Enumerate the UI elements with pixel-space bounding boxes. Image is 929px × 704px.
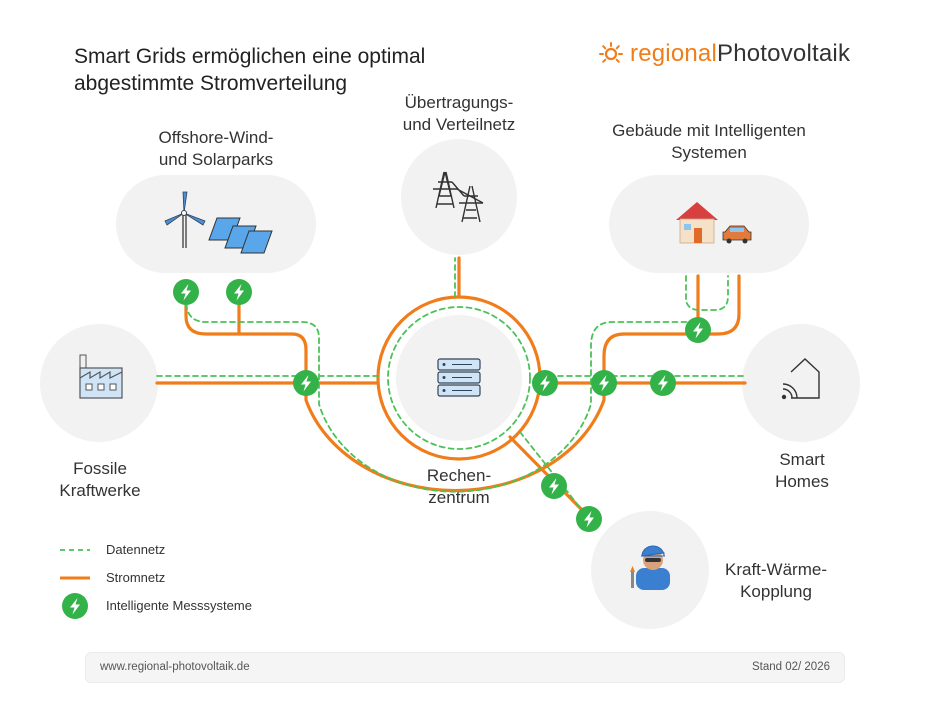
data-network	[156, 257, 746, 520]
logo-text-regional: regional	[630, 40, 717, 67]
grid-label: Übertragungs- und Verteilnetz	[402, 93, 516, 134]
logo-text-photovoltaik: Photovoltaik	[717, 40, 851, 67]
page-title: Smart Grids ermöglichen eine optimal abg…	[74, 43, 425, 97]
meter-icon	[532, 370, 558, 396]
footer-url[interactable]: www.regional-photovoltaik.de	[100, 661, 250, 673]
server-icon	[437, 358, 481, 397]
legend-meter-icon	[62, 593, 88, 619]
smarthomes-node-bg	[742, 324, 860, 442]
meter-icon	[591, 370, 617, 396]
grid-node-bg	[401, 139, 517, 255]
fossil-label: Fossile Kraftwerke	[59, 459, 141, 500]
legend-power-label: Stromnetz	[106, 570, 166, 585]
power-network	[155, 256, 747, 517]
meter-icon	[226, 279, 252, 305]
smarthomes-label: Smart Homes	[775, 450, 829, 491]
meter-icon	[293, 370, 319, 396]
meter-icon	[650, 370, 676, 396]
legend-meter-label: Intelligente Messsysteme	[106, 598, 252, 613]
meter-icon	[685, 317, 711, 343]
meter-icon	[173, 279, 199, 305]
brand-logo: regionalPhotovoltaik	[630, 40, 850, 68]
footer-date: Stand 02/ 2026	[751, 661, 830, 673]
smart-home-icon	[781, 358, 820, 400]
power-pylon-icon	[433, 171, 484, 223]
chp-label: Kraft-Wärme- Kopplung	[725, 560, 827, 601]
offshore-label: Offshore-Wind- und Solarparks	[158, 128, 274, 169]
footer-bar: www.regional-photovoltaik.de Stand 02/ 2…	[85, 652, 845, 683]
meter-icon	[541, 473, 567, 499]
house-car-icon	[676, 202, 752, 244]
title-line-1: Smart Grids ermöglichen eine optimal	[74, 45, 426, 68]
datacenter-label: Rechen- zentrum	[426, 466, 492, 507]
factory-icon	[79, 354, 123, 399]
buildings-label: Gebäude mit Intelligenten Systemen	[612, 121, 806, 162]
title-line-2: abgestimmte Stromverteilung	[74, 72, 348, 95]
wind-solar-icon	[164, 191, 273, 254]
worker-icon	[630, 545, 670, 590]
logo-sun-icon	[599, 42, 623, 63]
meter-icon	[576, 506, 602, 532]
legend-data-label: Datennetz	[106, 542, 166, 557]
